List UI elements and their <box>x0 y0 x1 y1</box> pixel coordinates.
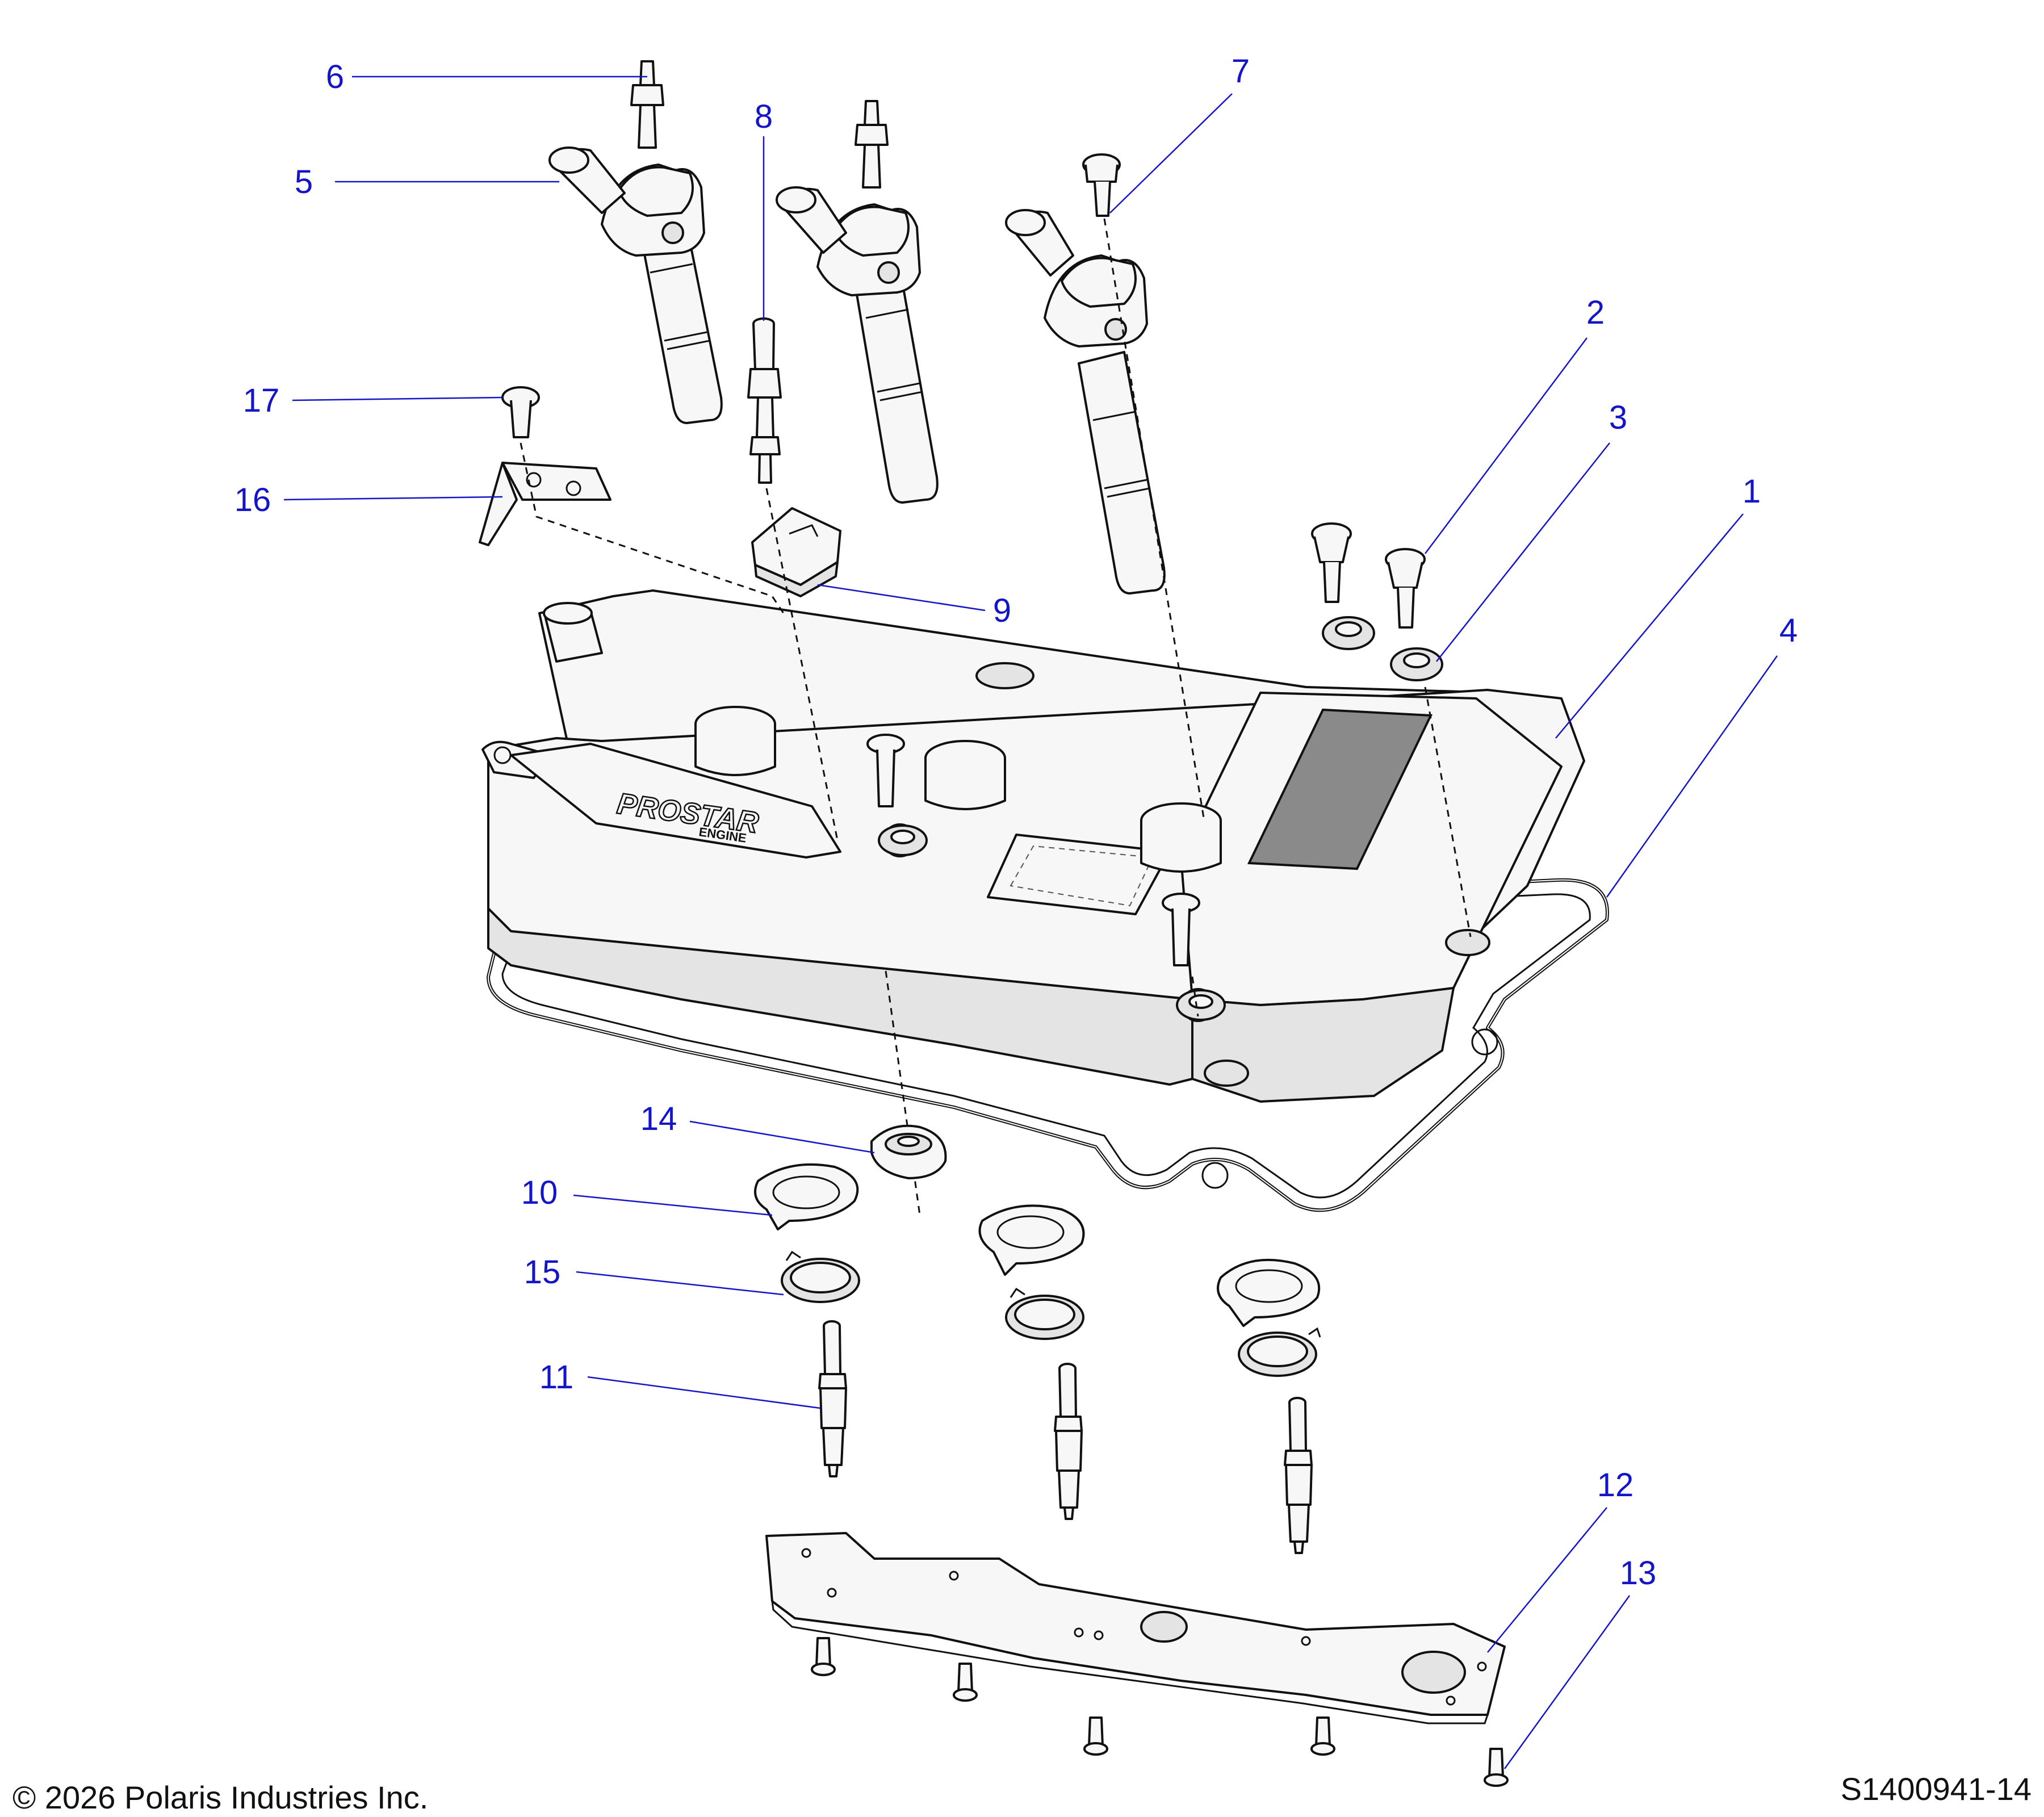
grommet <box>1176 989 1226 1021</box>
coil-bolt <box>855 100 889 189</box>
spark-plug <box>1284 1397 1313 1554</box>
callout-label-4: 4 <box>1779 612 1798 649</box>
ignition-coil <box>1005 209 1166 594</box>
tube-seal <box>754 1163 859 1230</box>
callout-label-14: 14 <box>640 1100 677 1137</box>
callout-label-15: 15 <box>524 1254 561 1291</box>
callout-leader-16 <box>283 496 503 501</box>
cover-bolt <box>1385 548 1426 629</box>
callout-label-3: 3 <box>1609 399 1627 436</box>
callout-leader-17 <box>292 396 503 401</box>
callout-leader-12 <box>1487 1507 1607 1653</box>
cover-bolt <box>1311 522 1352 603</box>
callout-leader-1 <box>1555 513 1744 739</box>
spark-plug <box>818 1320 847 1477</box>
callout-label-9: 9 <box>993 592 1011 629</box>
cover-plug <box>751 507 841 597</box>
coil-bolt <box>1082 153 1121 217</box>
callout-leader-9 <box>817 584 986 612</box>
callout-label-13: 13 <box>1620 1555 1657 1592</box>
shield-fastener <box>811 1637 836 1676</box>
valve-cover: PROSTAR ENGINE <box>481 589 1585 1103</box>
sensor-washer <box>870 1124 947 1179</box>
callout-leader-15 <box>576 1271 784 1296</box>
callout-label-8: 8 <box>755 98 773 135</box>
callout-label-16: 16 <box>234 482 271 518</box>
callout-leader-2 <box>1425 337 1588 554</box>
callout-leader-10 <box>573 1194 773 1216</box>
shield-fastener <box>1310 1716 1335 1756</box>
callout-label-7: 7 <box>1232 53 1250 90</box>
bracket <box>479 462 611 546</box>
callout-label-11: 11 <box>539 1359 573 1396</box>
callout-label-6: 6 <box>326 58 344 95</box>
callout-leader-13 <box>1503 1595 1631 1769</box>
o-ring <box>1238 1327 1321 1377</box>
callout-leader-4 <box>1606 655 1778 898</box>
callout-label-1: 1 <box>1743 473 1761 510</box>
bracket-screw <box>501 386 540 438</box>
grommet <box>1322 616 1375 650</box>
cover-bolt <box>866 734 905 807</box>
valve-cover-gasket <box>487 878 1609 1212</box>
copyright-text: © 2026 Polaris Industries Inc. <box>12 1780 428 1815</box>
callout-leader-7 <box>1109 93 1233 213</box>
shield-fastener <box>1484 1748 1509 1787</box>
coil-bolt <box>630 60 664 149</box>
callout-label-5: 5 <box>295 164 313 200</box>
drawing-number: S1400941-14 <box>1841 1771 2032 1807</box>
heat-shield <box>765 1532 1506 1724</box>
callout-leader-14 <box>689 1120 875 1154</box>
tube-seal <box>1217 1258 1321 1327</box>
callout-label-17: 17 <box>243 382 280 419</box>
callout-leader-3 <box>1436 442 1610 662</box>
shield-fastener <box>953 1663 978 1702</box>
grommet <box>1390 647 1443 681</box>
callout-label-2: 2 <box>1586 294 1605 331</box>
temperature-sensor <box>747 317 782 484</box>
callout-label-10: 10 <box>521 1174 558 1211</box>
cover-bolt <box>1162 893 1200 966</box>
grommet <box>878 824 928 856</box>
o-ring <box>781 1250 860 1303</box>
spark-plug <box>1054 1363 1083 1520</box>
ignition-coil <box>776 186 939 504</box>
o-ring <box>1005 1287 1084 1340</box>
ignition-coil <box>548 146 723 424</box>
tube-seal <box>978 1204 1085 1276</box>
callout-leader-11 <box>587 1376 821 1409</box>
shield-fastener <box>1083 1716 1108 1756</box>
callout-label-12: 12 <box>1597 1467 1634 1504</box>
